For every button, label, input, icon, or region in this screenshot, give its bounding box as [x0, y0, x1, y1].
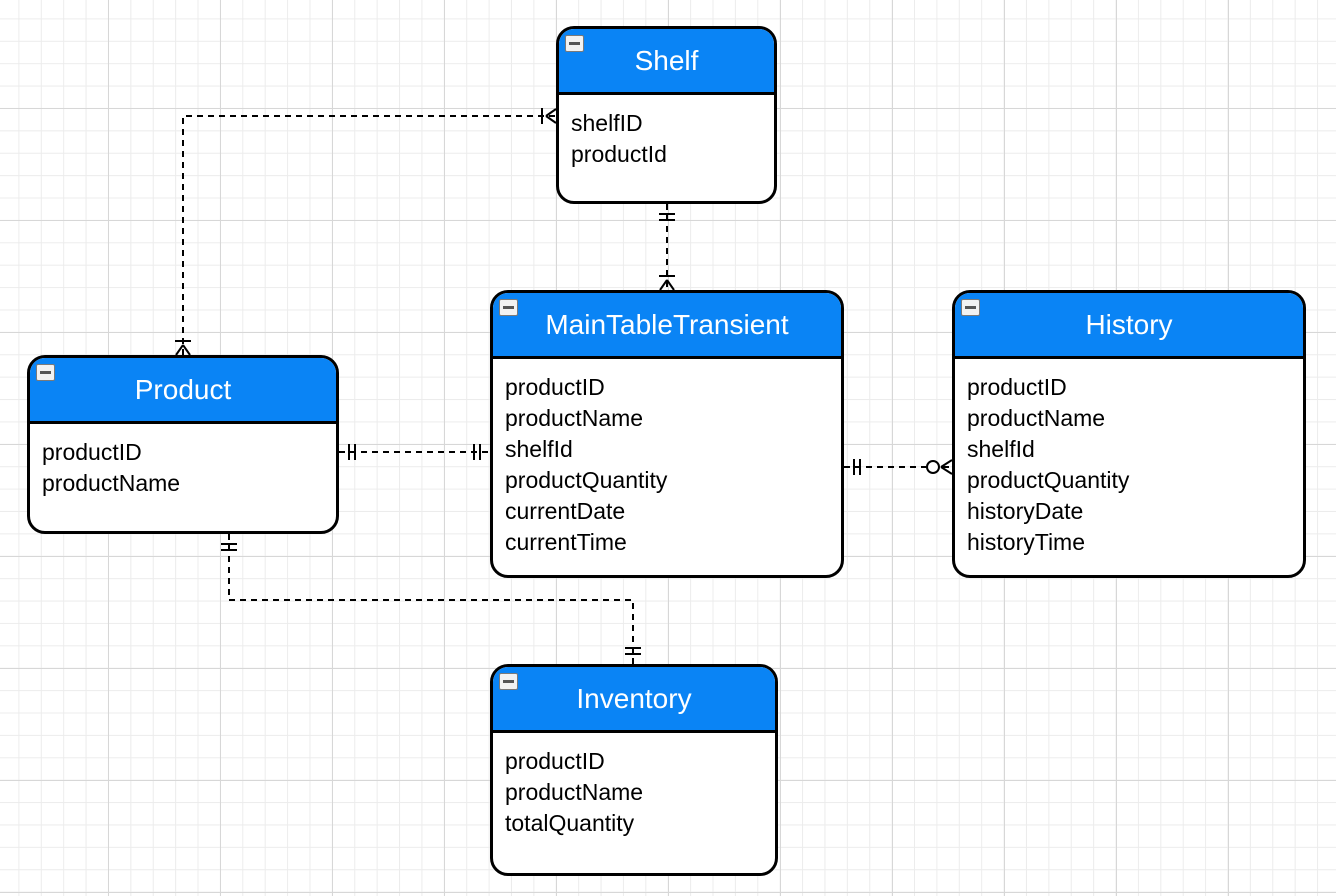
relationship-line	[182, 115, 556, 355]
entity-main-table-transient[interactable]: MainTableTransient productID productName s…	[490, 290, 844, 578]
entity-header[interactable]: History	[955, 293, 1303, 359]
crow-foot	[175, 344, 184, 356]
entity-field[interactable]: productID	[42, 439, 142, 465]
minus-box-icon[interactable]	[961, 299, 980, 316]
entity-inventory[interactable]: Inventory productID productName totalQuant…	[490, 664, 778, 876]
entity-shelf[interactable]: Shelf shelfID productId	[556, 26, 777, 204]
entity-field[interactable]: shelfID	[571, 110, 643, 136]
entity-title: Inventory	[576, 682, 692, 714]
entity-product[interactable]: Product productID productName	[27, 355, 339, 534]
entity-header[interactable]: Inventory	[493, 667, 775, 733]
minus-box-icon[interactable]	[565, 35, 584, 52]
relationship-shelf-main[interactable]	[659, 204, 675, 291]
entity-title: Product	[134, 373, 232, 405]
entity-field[interactable]: productID	[505, 748, 605, 774]
entity-field[interactable]: productId	[571, 141, 667, 167]
entity-header[interactable]: MainTableTransient	[493, 293, 841, 359]
crow-foot	[940, 459, 953, 468]
minus-box-icon[interactable]	[36, 364, 55, 381]
entity-fields: productID productName totalQuantity	[493, 733, 775, 839]
entity-field[interactable]: historyTime	[967, 529, 1085, 555]
entity-field[interactable]: productQuantity	[505, 467, 668, 493]
crow-foot	[545, 115, 557, 124]
entity-field[interactable]: historyDate	[967, 498, 1084, 524]
entity-field[interactable]: productID	[967, 374, 1067, 400]
entity-field[interactable]: productName	[505, 779, 644, 805]
relationship-line	[228, 534, 634, 664]
zero-circle	[926, 460, 940, 474]
crow-foot	[182, 344, 191, 356]
entity-title: Shelf	[634, 44, 699, 76]
entity-field[interactable]: shelfId	[967, 436, 1035, 462]
minus-box-icon[interactable]	[499, 673, 518, 690]
entity-field[interactable]: productID	[505, 374, 605, 400]
entity-field[interactable]: currentTime	[505, 529, 627, 555]
entity-field[interactable]: productName	[505, 405, 644, 431]
entity-field[interactable]: currentDate	[505, 498, 626, 524]
entity-header[interactable]: Product	[30, 358, 336, 424]
crow-foot	[940, 466, 953, 475]
entity-title: MainTableTransient	[545, 308, 789, 340]
crow-foot	[666, 279, 675, 291]
entity-fields: productID productName	[30, 424, 336, 499]
entity-field[interactable]: shelfId	[505, 436, 573, 462]
minus-box-icon[interactable]	[499, 299, 518, 316]
relationship-main-history[interactable]	[844, 459, 953, 475]
entity-header[interactable]: Shelf	[559, 29, 774, 95]
entity-fields: productID productName shelfId productQuanti…	[955, 359, 1303, 558]
entity-title: History	[1085, 308, 1173, 340]
entity-fields: shelfID productId	[559, 95, 774, 170]
entity-field[interactable]: productName	[967, 405, 1106, 431]
relationship-product-inventory[interactable]	[221, 534, 641, 664]
crow-foot	[659, 279, 668, 291]
relationship-product-main[interactable]	[339, 444, 490, 460]
crow-foot	[545, 108, 557, 117]
relationship-shelf-product[interactable]	[175, 108, 557, 356]
entity-field[interactable]: productQuantity	[967, 467, 1130, 493]
entity-field[interactable]: totalQuantity	[505, 810, 635, 836]
entity-fields: productID productName shelfId productQuanti…	[493, 359, 841, 558]
entity-field[interactable]: productName	[42, 470, 181, 496]
